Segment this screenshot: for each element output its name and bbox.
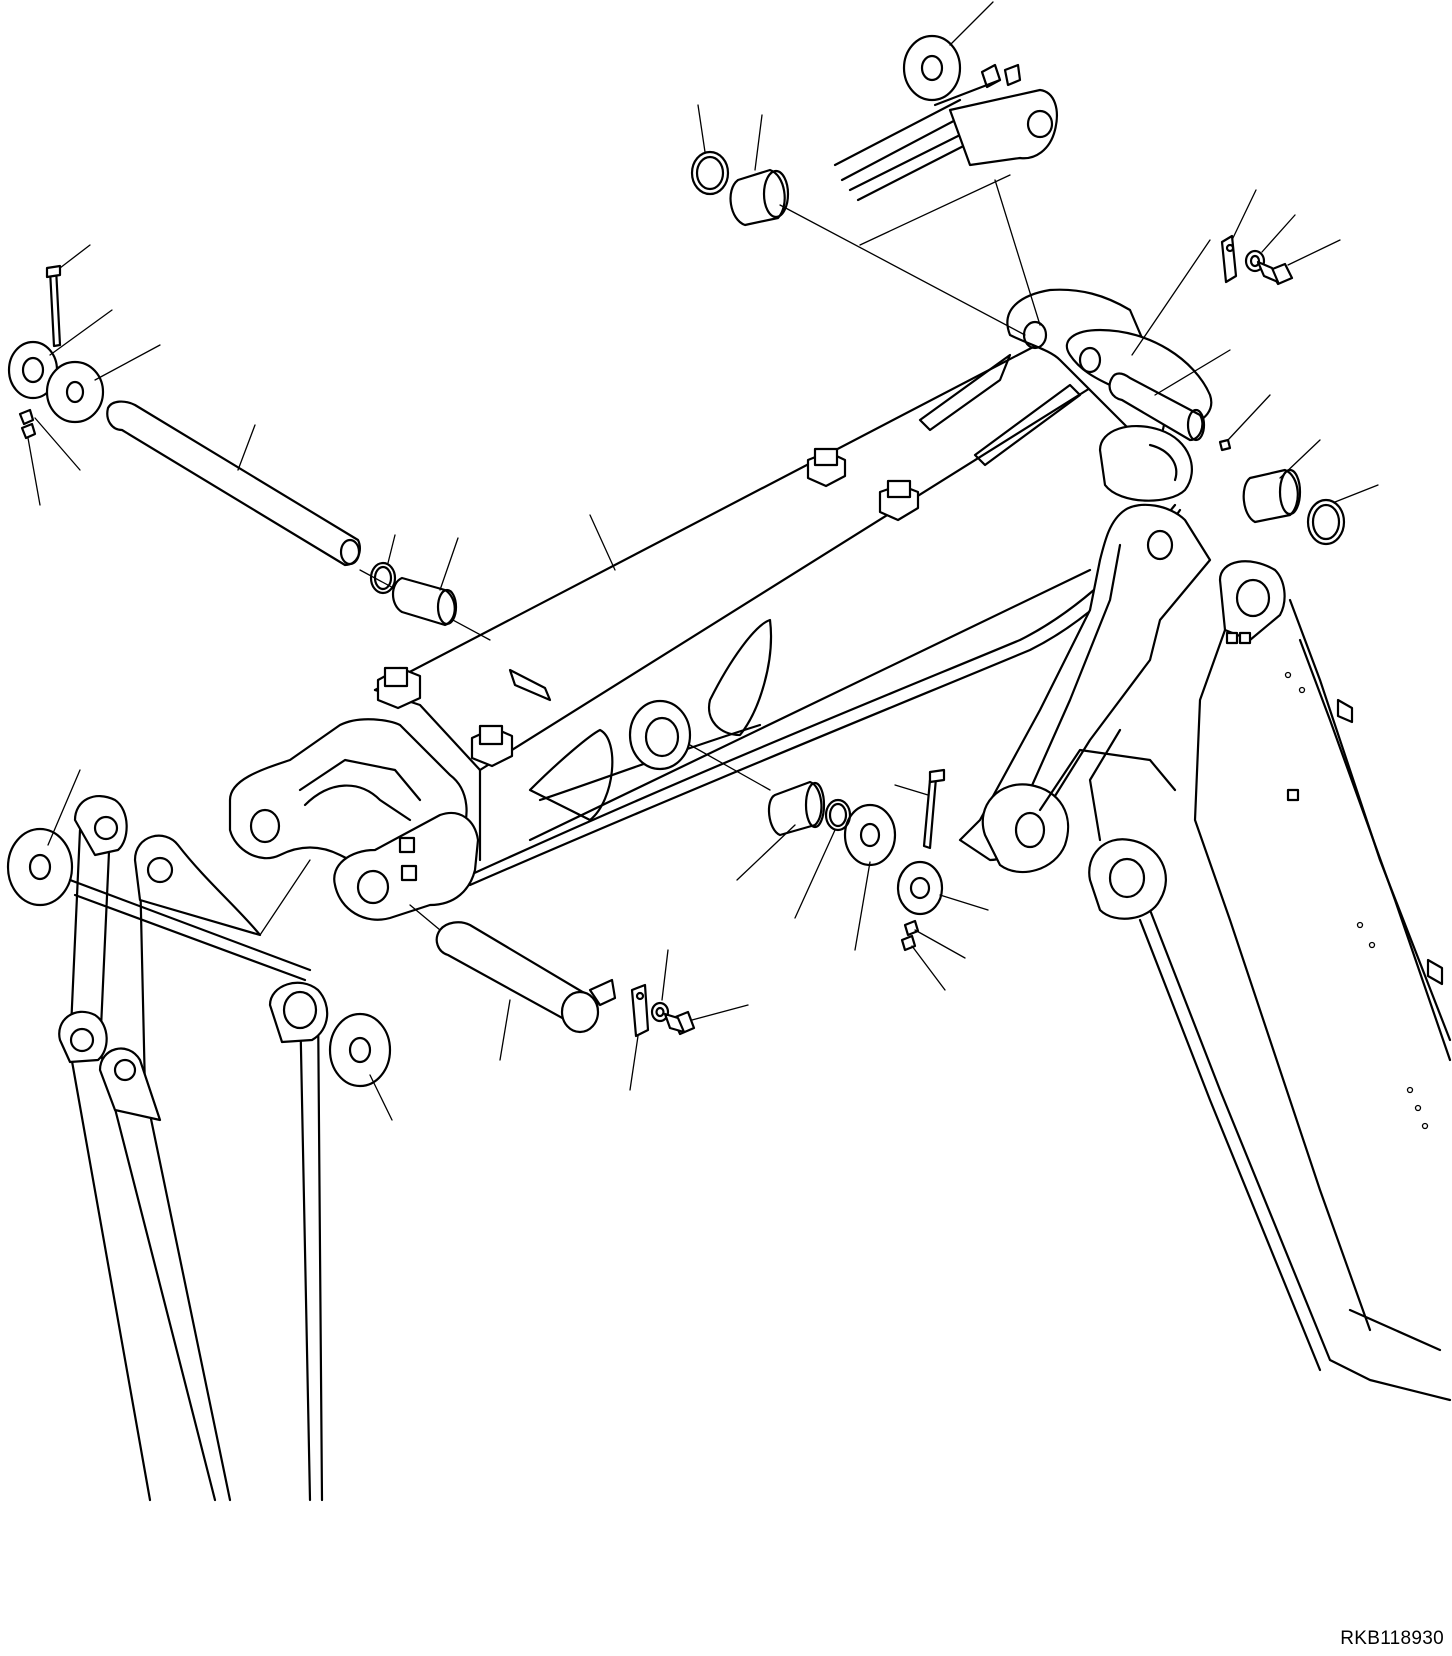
- bolt-collar-lower: [894, 768, 989, 991]
- arm-cylinder: [833, 63, 1058, 246]
- washer-left: [6, 769, 81, 907]
- lock-plate-top-right: [1131, 189, 1341, 356]
- bushing-mid-left: [369, 534, 459, 627]
- drawing-code: RKB118930: [1340, 1628, 1444, 1649]
- pin-lower: [409, 904, 617, 1061]
- pin-top-right: [1108, 349, 1271, 452]
- link-line: [259, 859, 311, 936]
- bushing-right: [1242, 439, 1379, 546]
- washer-top: [902, 1, 1041, 326]
- boom-right: [958, 503, 1452, 1402]
- lock-plate-lower: [629, 949, 749, 1091]
- bolt-collar-left: [7, 244, 161, 506]
- bushing-lower-mid: [689, 744, 897, 951]
- pin-long: [106, 400, 491, 641]
- arm-leader: [589, 514, 616, 571]
- bushing-top: [690, 104, 1026, 336]
- boom-left: [58, 795, 329, 1502]
- washer-boom-tip: [328, 1012, 393, 1121]
